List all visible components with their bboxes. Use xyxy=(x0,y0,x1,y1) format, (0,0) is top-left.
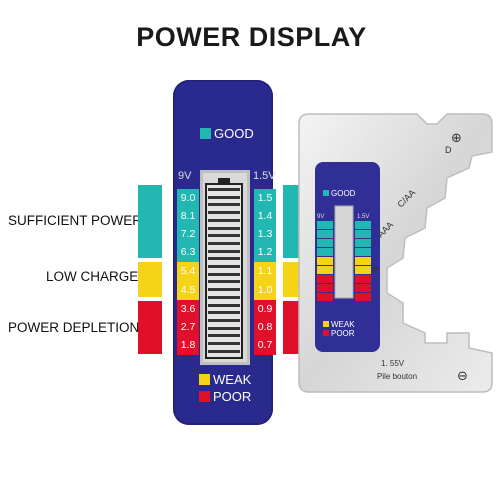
gauge-segment xyxy=(208,288,240,292)
button-cell-label: Pile bouton xyxy=(377,372,417,381)
gauge-segment xyxy=(208,326,240,330)
weak-square-icon xyxy=(199,374,210,385)
left-value-1: 8.1 xyxy=(177,207,199,226)
mini-weak-square-icon xyxy=(323,321,329,327)
mini-value-cell xyxy=(317,230,333,238)
gauge-segment xyxy=(208,234,240,238)
mini-value-cell xyxy=(355,293,371,301)
left-value-2: 7.2 xyxy=(177,225,199,244)
gauge-segment xyxy=(208,241,240,245)
gauge-segment xyxy=(208,218,240,222)
mini-value-cell xyxy=(355,257,371,265)
gauge-segment xyxy=(208,318,240,322)
mini-header-1-5v: 1.5V xyxy=(357,214,369,220)
right-value-8: 0.7 xyxy=(254,336,276,355)
left-value-8: 1.8 xyxy=(177,336,199,355)
gauge-segment xyxy=(208,188,240,191)
slot-label-n: N xyxy=(369,263,381,275)
gauge-segment xyxy=(208,342,240,345)
mini-value-cell xyxy=(317,257,333,265)
right-value-4: 1.1 xyxy=(254,262,276,281)
right-value-1: 1.4 xyxy=(254,207,276,226)
mini-value-cell xyxy=(355,230,371,238)
mini-value-cell xyxy=(317,284,333,292)
plus-terminal-icon: ⊕ xyxy=(451,131,462,146)
legend-weak-label: WEAK xyxy=(213,372,252,387)
battery-terminal-icon xyxy=(218,178,230,184)
mini-poor-square-icon xyxy=(323,330,329,336)
gauge-segment xyxy=(208,295,240,299)
right-value-2: 1.3 xyxy=(254,225,276,244)
label-sufficient-power: SUFFICIENT POWER xyxy=(8,213,143,228)
mini-value-cell xyxy=(317,275,333,283)
button-cell-voltage: 1. 55V xyxy=(381,359,405,368)
left-value-0: 9.0 xyxy=(177,189,199,208)
mini-header-9v: 9V xyxy=(317,214,324,220)
mini-value-cell xyxy=(317,248,333,256)
gauge-segment xyxy=(208,349,240,353)
gauge-segment xyxy=(208,280,240,284)
legend-poor: POOR xyxy=(199,389,251,404)
mini-value-cell xyxy=(355,221,371,229)
mini-value-cell xyxy=(355,284,371,292)
label-low-charge: LOW CHARGE xyxy=(46,269,139,284)
legend-poor-label: POOR xyxy=(213,389,252,404)
page-title: POWER DISPLAY xyxy=(136,22,367,52)
left-value-7: 2.7 xyxy=(177,318,199,337)
gauge-segment xyxy=(208,311,240,315)
poor-square-icon xyxy=(199,391,210,402)
bar-left-weak xyxy=(138,262,162,297)
right-value-3: 1.2 xyxy=(254,243,276,262)
right-value-7: 0.8 xyxy=(254,318,276,337)
mini-weak-label: WEAK xyxy=(331,320,355,329)
legend-weak: WEAK xyxy=(199,372,251,387)
mini-lcd xyxy=(334,205,354,299)
mini-good-square-icon xyxy=(323,190,329,196)
left-value-6: 3.6 xyxy=(177,300,199,319)
legend-good: GOOD xyxy=(200,126,254,141)
label-power-depletion: POWER DEPLETION xyxy=(8,320,140,335)
battery-gauge-icon xyxy=(205,183,243,359)
left-value-3: 6.3 xyxy=(177,243,199,262)
gauge-segment xyxy=(208,334,240,338)
gauge-segment xyxy=(208,226,240,230)
mini-value-cell xyxy=(317,293,333,301)
right-value-5: 1.0 xyxy=(254,281,276,300)
gauge-segment xyxy=(208,272,240,276)
left-value-5: 4.5 xyxy=(177,281,199,300)
mini-value-cell xyxy=(317,266,333,274)
mini-value-cell xyxy=(355,266,371,274)
slot-label-d: D xyxy=(445,145,452,155)
gauge-segment xyxy=(208,249,240,253)
header-9v: 9V xyxy=(178,170,192,182)
mini-good-label: GOOD xyxy=(331,189,356,198)
legend-good-label: GOOD xyxy=(214,126,254,141)
gauge-segment xyxy=(208,195,240,199)
right-value-6: 0.9 xyxy=(254,300,276,319)
bar-left-good xyxy=(138,185,162,258)
mini-value-cell xyxy=(355,248,371,256)
gauge-segment xyxy=(208,265,240,268)
mini-value-cell xyxy=(355,239,371,247)
good-square-icon xyxy=(200,128,211,139)
right-value-0: 1.5 xyxy=(254,189,276,208)
mini-poor-label: POOR xyxy=(331,329,355,338)
battery-tester-device: GOOD WEAK POOR 9V 1.5V D C/AA AAA N ⊕ ⊖ … xyxy=(298,113,493,393)
gauge-segment xyxy=(208,303,240,307)
left-value-4: 5.4 xyxy=(177,262,199,281)
header-1-5v: 1.5V xyxy=(253,170,276,182)
mini-value-cell xyxy=(317,221,333,229)
gauge-segment xyxy=(208,257,240,261)
bar-left-poor xyxy=(138,301,162,354)
mini-value-cell xyxy=(355,275,371,283)
mini-value-cell xyxy=(317,239,333,247)
minus-terminal-icon: ⊖ xyxy=(457,369,468,384)
gauge-segment xyxy=(208,203,240,207)
gauge-segment xyxy=(208,211,240,215)
